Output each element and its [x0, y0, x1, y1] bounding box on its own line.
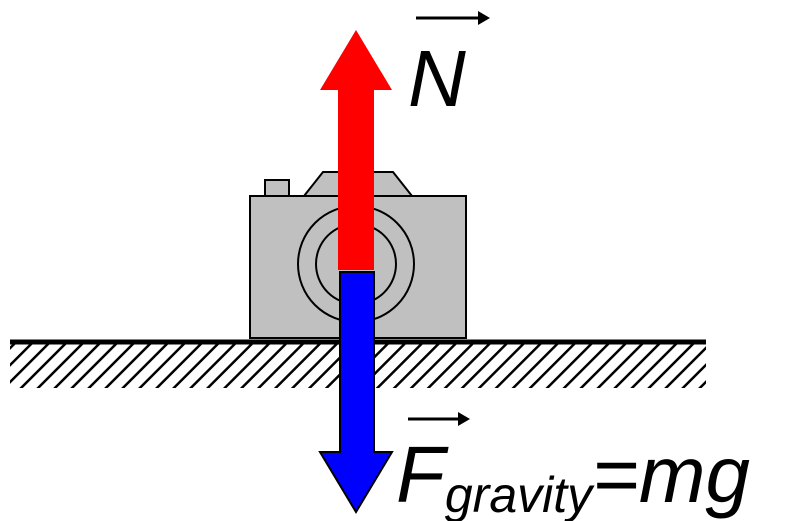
gravity-force-label: Fgravity=mg: [396, 412, 750, 521]
gravity-force-equation: Fgravity=mg: [396, 430, 750, 521]
gravity-force-equation-rhs: =mg: [592, 430, 750, 519]
gravity-force-arrow-shape: [318, 271, 394, 514]
normal-force-symbol: N: [408, 34, 466, 123]
normal-force-arrow-shape: [320, 30, 392, 270]
normal-force-label: N: [408, 11, 490, 123]
gravity-force-subscript: gravity: [445, 467, 595, 521]
gravity-force-arrow: [318, 271, 394, 514]
vector-arrowhead-n: [478, 11, 490, 25]
normal-force-arrow: [320, 30, 392, 270]
vector-arrowhead-f: [458, 412, 470, 426]
gravity-force-symbol: F: [396, 430, 449, 519]
camera-viewfinder-bump: [264, 179, 290, 198]
